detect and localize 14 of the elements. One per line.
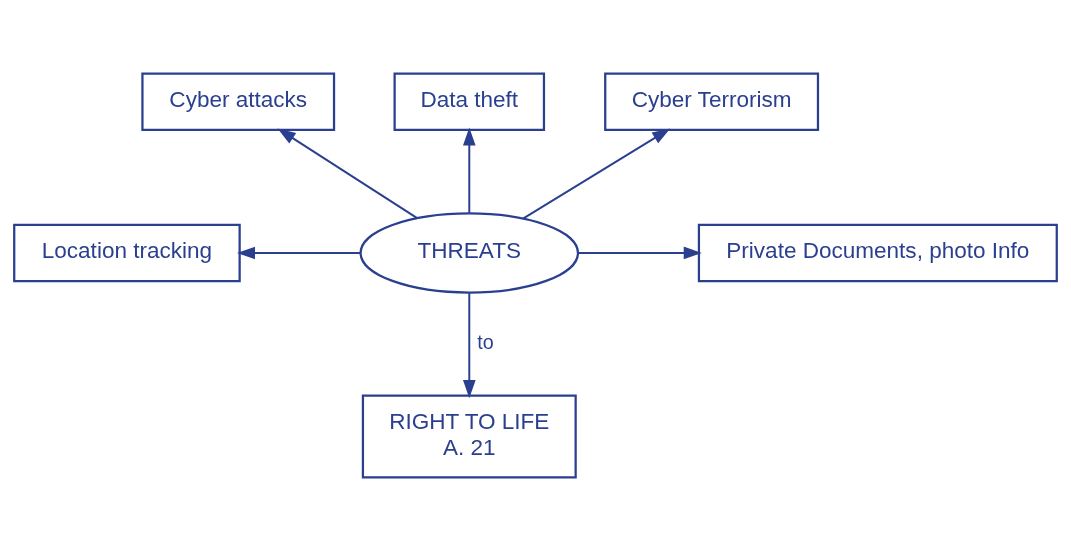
node-box: Cyber Terrorism <box>604 72 820 132</box>
arrow <box>462 127 476 214</box>
node-ellipse: THREATS <box>359 212 580 294</box>
arrow <box>236 246 362 260</box>
arrow <box>577 246 702 260</box>
node-box: RIGHT TO LIFE A. 21 <box>361 394 577 479</box>
edge-label: to <box>477 331 494 354</box>
arrow <box>462 292 476 399</box>
arrow <box>522 128 671 220</box>
arrow <box>277 128 418 219</box>
node-box: Location tracking <box>13 223 241 283</box>
node-box: Cyber attacks <box>141 72 336 132</box>
node-box: Data theft <box>393 72 546 132</box>
node-box: Private Documents, photo Info <box>697 223 1058 283</box>
